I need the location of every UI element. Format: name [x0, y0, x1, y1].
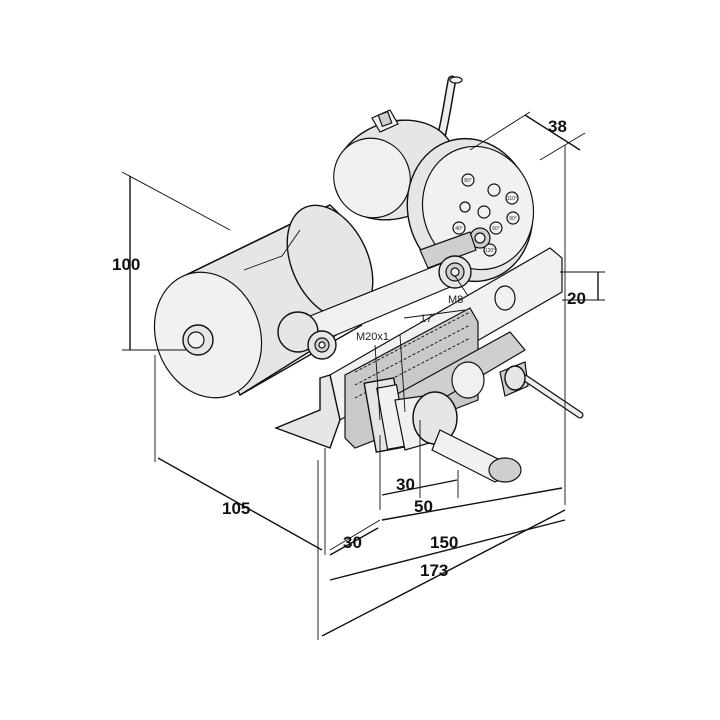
crank-linkage — [277, 231, 477, 360]
dim-30-lower: 30 — [343, 533, 362, 552]
dimension-lines — [121, 111, 605, 640]
gear-hole-label: 60° — [492, 226, 500, 232]
bracket-hole-icon — [494, 285, 516, 311]
gear-hole-label: 90° — [509, 216, 517, 222]
dim-30-upper: 30 — [396, 475, 415, 494]
dim-50: 50 — [414, 497, 433, 516]
dimension-labels: 38 100 20 105 30 50 30 150 173 M8 M20x1 … — [112, 117, 586, 580]
dim-150: 150 — [430, 533, 458, 552]
motor-body — [153, 204, 374, 399]
dim-20: 20 — [567, 289, 586, 308]
dim-173: 173 — [420, 561, 448, 580]
gear-hole-label: 120° — [485, 248, 495, 254]
dim-17: 17 — [420, 313, 432, 325]
thread-m20x1: M20x1 — [356, 331, 389, 343]
dim-38: 38 — [548, 117, 567, 136]
thread-m8: M8 — [448, 294, 463, 306]
gear-hole-label: 40° — [455, 226, 463, 232]
spindle-assembly — [363, 331, 584, 483]
gear-hole-label: 110° — [507, 196, 517, 202]
dim-100: 100 — [112, 255, 140, 274]
gear-angle-holes: 80° 110° 90° 40° 60° 120° — [452, 173, 520, 257]
spindle-cap-icon — [488, 457, 522, 483]
dim-105: 105 — [222, 499, 250, 518]
gear-hole-label: 80° — [464, 178, 472, 184]
adjuster-nut-icon — [504, 365, 526, 391]
